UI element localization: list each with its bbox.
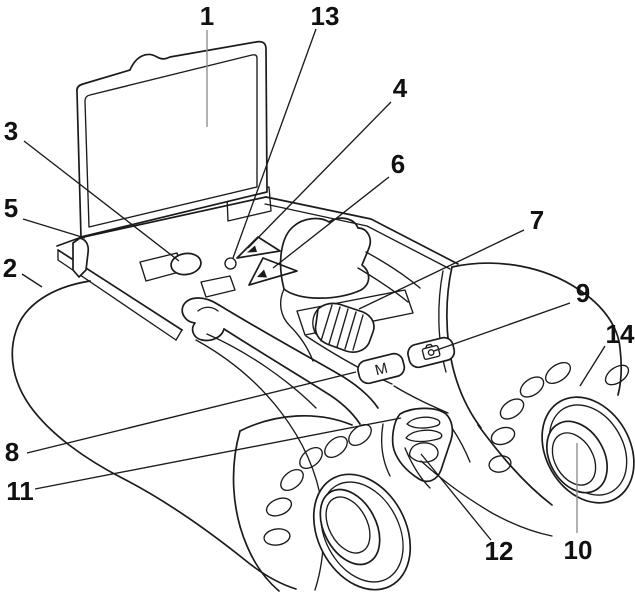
- callout-14-label: 14: [606, 319, 635, 349]
- latch-rail: [72, 237, 90, 278]
- callout-4-line: [247, 101, 392, 249]
- left-eyepiece-lens: [312, 473, 412, 591]
- down-button[interactable]: [248, 257, 298, 286]
- wheel-recess: [296, 289, 414, 336]
- up-button[interactable]: [236, 236, 281, 259]
- down-triangle-icon: [257, 269, 267, 278]
- callout-7-line: [358, 229, 525, 310]
- up-triangle-icon: [247, 245, 257, 253]
- right-barrel: [404, 262, 635, 537]
- left-eyepiece-dimples: [263, 423, 372, 546]
- right-objective-lens: [541, 396, 635, 504]
- top-deck: [56, 186, 459, 341]
- callout-13-line: [232, 28, 317, 259]
- lcd-screen: [76, 40, 268, 238]
- callout-3-label: 3: [4, 116, 18, 146]
- binoculars-line-art: M: [11, 40, 635, 592]
- callout-7-label: 7: [530, 205, 544, 235]
- body-hump: [279, 217, 372, 299]
- callout-2-label: 2: [3, 253, 17, 283]
- callout-9-label: 9: [576, 278, 590, 308]
- zoom-wheel[interactable]: [314, 302, 375, 353]
- grill-slot: [408, 442, 439, 463]
- callout-6-label: 6: [391, 149, 405, 179]
- callout-12-label: 12: [485, 536, 514, 566]
- mode-button[interactable]: M: [356, 352, 406, 385]
- grill-slot: [406, 416, 441, 429]
- deck-cutout-right: [226, 186, 272, 222]
- led-indicator: [224, 257, 237, 270]
- speaker-grill: [381, 407, 471, 483]
- left-barrel: [11, 280, 325, 591]
- grill-slot: [405, 429, 443, 443]
- callout-5-label: 5: [4, 193, 18, 223]
- callout-9-line: [433, 302, 571, 352]
- callout-14-line: [579, 345, 606, 387]
- control-cluster: [170, 236, 298, 286]
- zoom-wheel-assembly: [296, 289, 414, 385]
- callout-8-label: 8: [5, 437, 19, 467]
- callout-6-line: [272, 176, 390, 269]
- callout-10-label: 10: [564, 535, 593, 565]
- callout-12-line: [420, 453, 492, 541]
- snapshot-button[interactable]: [406, 336, 456, 369]
- camera-icon: [421, 343, 441, 361]
- callout-13-label: 13: [311, 1, 340, 31]
- lcd-screen-inner: [84, 54, 258, 228]
- callout-5-line: [22, 218, 86, 239]
- callout-11-label: 11: [6, 476, 34, 506]
- center-bridge: [181, 288, 379, 425]
- callout-2-line: [21, 273, 43, 288]
- mode-button-label: M: [373, 360, 389, 380]
- callout-8-line: [26, 371, 357, 454]
- callout-1-label: 1: [200, 1, 214, 31]
- wheel-ribs: [320, 304, 364, 351]
- callout-4-label: 4: [393, 73, 408, 103]
- callout-11-line: [34, 417, 402, 490]
- right-barrel-dimples: [488, 361, 630, 473]
- power-button[interactable]: [170, 252, 203, 277]
- hinge-bracket: [200, 275, 236, 298]
- left-eyepiece: [232, 414, 412, 592]
- callout-3-line: [23, 140, 180, 262]
